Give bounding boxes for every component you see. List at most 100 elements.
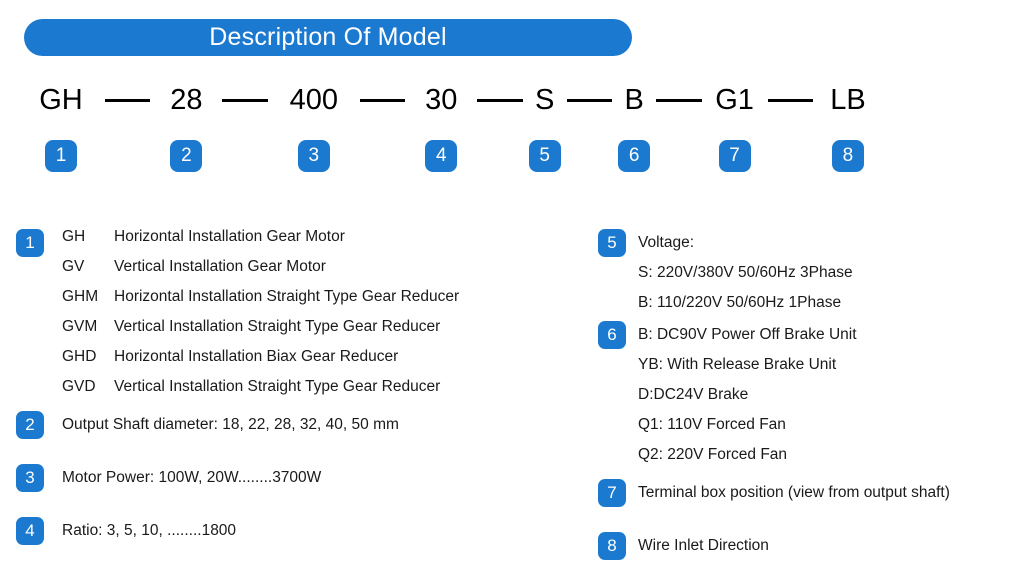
model-code-token-7: G1 bbox=[715, 83, 754, 116]
model-code-badge-row: 1 2 3 4 5 6 7 8 bbox=[24, 139, 876, 173]
legend-line: Voltage: bbox=[638, 234, 695, 251]
legend-entry: GVD Vertical Installation Straight Type … bbox=[62, 378, 576, 408]
legend-group-3: 3 Motor Power: 100W, 20W........3700W bbox=[16, 463, 576, 493]
legend-body-6: B: DC90V Power Off Brake Unit YB: With R… bbox=[638, 320, 1018, 470]
legend-line: B: DC90V Power Off Brake Unit bbox=[638, 326, 857, 343]
legend-line: Terminal box position (view from output … bbox=[638, 484, 950, 501]
entry-description: Vertical Installation Straight Type Gear… bbox=[114, 378, 441, 395]
legend-body-5: Voltage: S: 220V/380V 50/60Hz 3Phase B: … bbox=[638, 228, 1018, 318]
legend-badge-cell-8: 8 bbox=[598, 531, 638, 560]
legend-badge-cell-1: 1 bbox=[16, 228, 62, 257]
model-code-token-4: 30 bbox=[425, 83, 458, 116]
model-code-token-6: B bbox=[624, 83, 644, 116]
model-badge-6: 6 bbox=[618, 140, 651, 172]
legend-group-4: 4 Ratio: 3, 5, 10, ........1800 bbox=[16, 516, 576, 546]
legend-badge-7: 7 bbox=[598, 479, 626, 507]
legend-column-right: 5 Voltage: S: 220V/380V 50/60Hz 3Phase B… bbox=[598, 228, 1018, 561]
badge-slot-5: 5 bbox=[528, 140, 561, 172]
code-connector-dash bbox=[105, 98, 151, 102]
model-code-row: GH 28 400 30 S B G1 LB bbox=[24, 80, 876, 120]
model-code-token-5: S bbox=[535, 83, 555, 116]
legend-badge-1: 1 bbox=[16, 229, 44, 257]
legend-badge-5: 5 bbox=[598, 229, 626, 257]
legend-line: B: 110/220V 50/60Hz 1Phase bbox=[638, 294, 842, 311]
legend-line: Motor Power: 100W, 20W........3700W bbox=[62, 469, 322, 486]
legend-line: YB: With Release Brake Unit bbox=[638, 356, 837, 373]
badge-slot-4: 4 bbox=[412, 140, 470, 172]
model-badge-4: 4 bbox=[425, 140, 458, 172]
legend-badge-6: 6 bbox=[598, 321, 626, 349]
model-badge-7: 7 bbox=[718, 140, 751, 172]
legend-badge-cell-7: 7 bbox=[598, 478, 638, 507]
legend-body-3: Motor Power: 100W, 20W........3700W bbox=[62, 463, 576, 493]
model-badge-3: 3 bbox=[297, 140, 330, 172]
code-connector-dash bbox=[566, 98, 613, 102]
legend-badge-cell-6: 6 bbox=[598, 320, 638, 349]
legend-entry: GHM Horizontal Installation Straight Typ… bbox=[62, 288, 576, 318]
badge-slot-8: 8 bbox=[820, 140, 876, 172]
legend-group-2: 2 Output Shaft diameter: 18, 22, 28, 32,… bbox=[16, 410, 576, 440]
entry-code: GHM bbox=[62, 288, 99, 305]
model-code-token-3: 400 bbox=[289, 83, 339, 116]
entry-description: Horizontal Installation Gear Motor bbox=[114, 228, 345, 245]
legend-badge-cell-5: 5 bbox=[598, 228, 638, 257]
entry-description: Horizontal Installation Straight Type Ge… bbox=[114, 288, 460, 305]
legend-line: Q1: 110V Forced Fan bbox=[638, 416, 786, 433]
badge-slot-6: 6 bbox=[618, 140, 651, 172]
page-title: Description Of Model bbox=[209, 23, 447, 51]
legend-line: Q2: 220V Forced Fan bbox=[638, 446, 788, 463]
model-code-token-1: GH bbox=[39, 83, 83, 116]
legend-line: D:DC24V Brake bbox=[638, 386, 749, 403]
legend-group-7: 7 Terminal box position (view from outpu… bbox=[598, 478, 1018, 508]
code-connector-dash bbox=[767, 98, 813, 102]
badge-slot-3: 3 bbox=[275, 140, 353, 172]
legend-badge-8: 8 bbox=[598, 532, 626, 560]
code-connector-dash bbox=[477, 98, 523, 102]
code-connector-dash bbox=[359, 98, 406, 102]
legend-badge-4: 4 bbox=[16, 517, 44, 545]
legend-body-4: Ratio: 3, 5, 10, ........1800 bbox=[62, 516, 576, 546]
code-connector-dash bbox=[656, 98, 702, 102]
legend-badge-2: 2 bbox=[16, 411, 44, 439]
legend-body-2: Output Shaft diameter: 18, 22, 28, 32, 4… bbox=[62, 410, 576, 440]
legend-group-1: 1 GH Horizontal Installation Gear Motor … bbox=[16, 228, 576, 408]
legend-line: Output Shaft diameter: 18, 22, 28, 32, 4… bbox=[62, 416, 399, 433]
legend-body-1: GH Horizontal Installation Gear Motor GV… bbox=[62, 228, 576, 408]
legend-column-left: 1 GH Horizontal Installation Gear Motor … bbox=[16, 228, 576, 546]
legend-group-6: 6 B: DC90V Power Off Brake Unit YB: With… bbox=[598, 320, 1018, 470]
legend-badge-3: 3 bbox=[16, 464, 44, 492]
entry-description: Horizontal Installation Biax Gear Reduce… bbox=[114, 348, 399, 365]
legend-badge-cell-3: 3 bbox=[16, 463, 62, 492]
entry-code: GV bbox=[62, 258, 85, 275]
legend-entry: GHD Horizontal Installation Biax Gear Re… bbox=[62, 348, 576, 378]
legend-group-8: 8 Wire Inlet Direction bbox=[598, 531, 1018, 561]
legend-group-5: 5 Voltage: S: 220V/380V 50/60Hz 3Phase B… bbox=[598, 228, 1018, 318]
entry-code: GVD bbox=[62, 378, 96, 395]
legend-badge-cell-4: 4 bbox=[16, 516, 62, 545]
entry-code: GHD bbox=[62, 348, 97, 365]
legend-badge-cell-2: 2 bbox=[16, 410, 62, 439]
legend-entry: GV Vertical Installation Gear Motor bbox=[62, 258, 576, 288]
model-badge-2: 2 bbox=[170, 140, 203, 172]
legend-body-7: Terminal box position (view from output … bbox=[638, 478, 1018, 508]
badge-slot-1: 1 bbox=[24, 140, 98, 172]
entry-description: Vertical Installation Gear Motor bbox=[114, 258, 326, 275]
model-badge-8: 8 bbox=[831, 140, 864, 172]
legend-line: Ratio: 3, 5, 10, ........1800 bbox=[62, 522, 237, 539]
model-badge-5: 5 bbox=[528, 140, 561, 172]
model-code-token-8: LB bbox=[830, 83, 866, 116]
entry-description: Vertical Installation Straight Type Gear… bbox=[114, 318, 441, 335]
model-badge-1: 1 bbox=[45, 140, 77, 172]
header-banner: Description Of Model bbox=[24, 19, 632, 56]
badge-slot-2: 2 bbox=[157, 140, 215, 172]
entry-code: GVM bbox=[62, 318, 98, 335]
entry-code: GH bbox=[62, 228, 86, 245]
model-code-token-2: 28 bbox=[170, 83, 203, 116]
badge-slot-7: 7 bbox=[709, 140, 761, 172]
legend-line: Wire Inlet Direction bbox=[638, 537, 769, 554]
legend-entry: GH Horizontal Installation Gear Motor bbox=[62, 228, 576, 258]
legend-line: S: 220V/380V 50/60Hz 3Phase bbox=[638, 264, 853, 281]
legend-body-8: Wire Inlet Direction bbox=[638, 531, 1018, 561]
legend-entry: GVM Vertical Installation Straight Type … bbox=[62, 318, 576, 348]
code-connector-dash bbox=[222, 98, 268, 102]
